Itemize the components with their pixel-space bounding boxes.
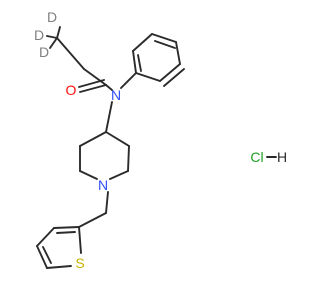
atom-deuterium-3: D xyxy=(39,44,49,60)
atom-piperidine-nitrogen: N xyxy=(98,177,108,193)
bond-ch2-thiophene xyxy=(78,212,107,228)
piperidine-ring xyxy=(79,101,130,180)
piperidine-bond-2 xyxy=(127,145,130,172)
atom-thiophene-sulfur: S xyxy=(75,255,84,271)
cd3-group xyxy=(46,26,61,49)
atom-deuterium-2: D xyxy=(34,27,44,43)
phenyl-bond-3 xyxy=(175,41,181,65)
thiophene-bond-c3-c2-double xyxy=(56,231,76,234)
bond-carbonyl-o-1 xyxy=(79,84,107,93)
bond-c-d1 xyxy=(46,35,58,39)
thiophene-bond-c2-s xyxy=(78,226,82,254)
propanamide-chain xyxy=(56,37,113,93)
salt-hydrogen-label: H xyxy=(277,149,287,165)
phenyl-bond-6 xyxy=(132,50,137,74)
thiophene-bond-c3-c2 xyxy=(53,226,80,229)
thiophene-ring xyxy=(36,226,82,269)
phenyl-bond-2 xyxy=(159,63,181,82)
bond-c-d3 xyxy=(49,37,58,49)
salt-chlorine-label: Cl xyxy=(250,149,263,165)
atom-deuterium-1: D xyxy=(47,9,57,25)
thiophene-bond-s-c5 xyxy=(46,265,72,269)
phenyl-bond-4-double xyxy=(154,40,176,49)
bond-n-ch2 xyxy=(105,191,109,214)
phenyl-bond-5 xyxy=(132,33,153,52)
atom-carbonyl-oxygen: O xyxy=(66,82,77,98)
phenyl-bond-2-double xyxy=(163,68,185,87)
thiophene-bond-c5-c4 xyxy=(36,245,48,269)
phenyl-ring xyxy=(120,33,185,89)
piperidine-bond-3 xyxy=(109,170,129,180)
phenyl-bond-4 xyxy=(151,33,177,43)
piperidine-bond-1 xyxy=(105,131,130,147)
bond-n-piperidine xyxy=(105,101,113,133)
bond-c1-c2 xyxy=(56,37,85,70)
phenyl-bond-6-double xyxy=(137,54,142,72)
piperidine-bond-4 xyxy=(79,170,98,180)
piperidine-bond-6 xyxy=(79,131,107,147)
phenyl-bond-1 xyxy=(135,72,161,82)
bond-carbonyl-o-2 xyxy=(78,79,105,88)
bond-c-d2 xyxy=(56,26,61,39)
methylene-linker xyxy=(78,191,109,228)
bond-n-phenyl xyxy=(120,72,137,89)
thiophene-bond-c5-c4-double xyxy=(42,246,52,264)
atom-amide-nitrogen: N xyxy=(111,87,121,103)
molecule-structure: D D D O N N S Cl H xyxy=(34,9,287,271)
thiophene-bond-c4-c3 xyxy=(36,227,55,247)
bond-c2-carbonyl xyxy=(83,68,107,86)
bond-carbonyl-n xyxy=(105,84,113,91)
